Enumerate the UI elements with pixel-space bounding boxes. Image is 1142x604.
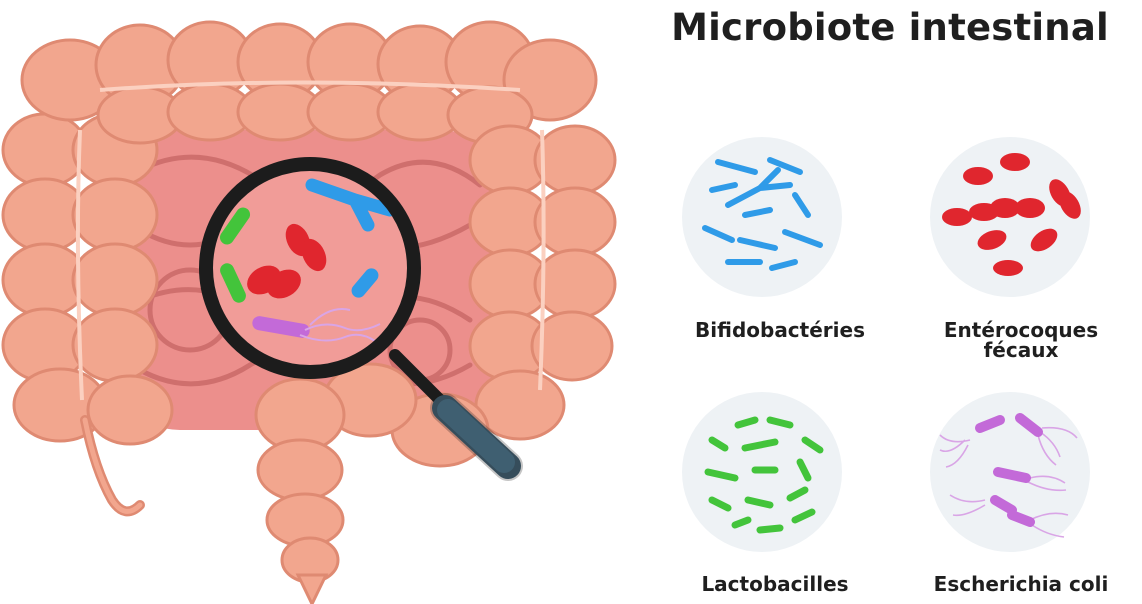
page-title: Microbiote intestinal [640, 6, 1140, 49]
label-line: Escherichia coli [900, 574, 1142, 594]
label-lactobacilles: Lactobacilles [660, 574, 890, 594]
label-escherichia-coli: Escherichia coli [900, 574, 1142, 594]
label-bifidobacteries: Bifidobactéries [660, 320, 900, 340]
label-line: Lactobacilles [660, 574, 890, 594]
escherichia-coli-icon [930, 392, 1090, 552]
bifidobacteria-icon [682, 137, 842, 297]
label-enterocoques-fecaux: Entérocoques fécaux [900, 320, 1142, 360]
lactobacilli-icon [682, 392, 842, 552]
enterococci-icon [930, 137, 1090, 297]
label-line: Entérocoques [900, 320, 1142, 340]
label-line: fécaux [900, 340, 1142, 360]
label-line: Bifidobactéries [660, 320, 900, 340]
